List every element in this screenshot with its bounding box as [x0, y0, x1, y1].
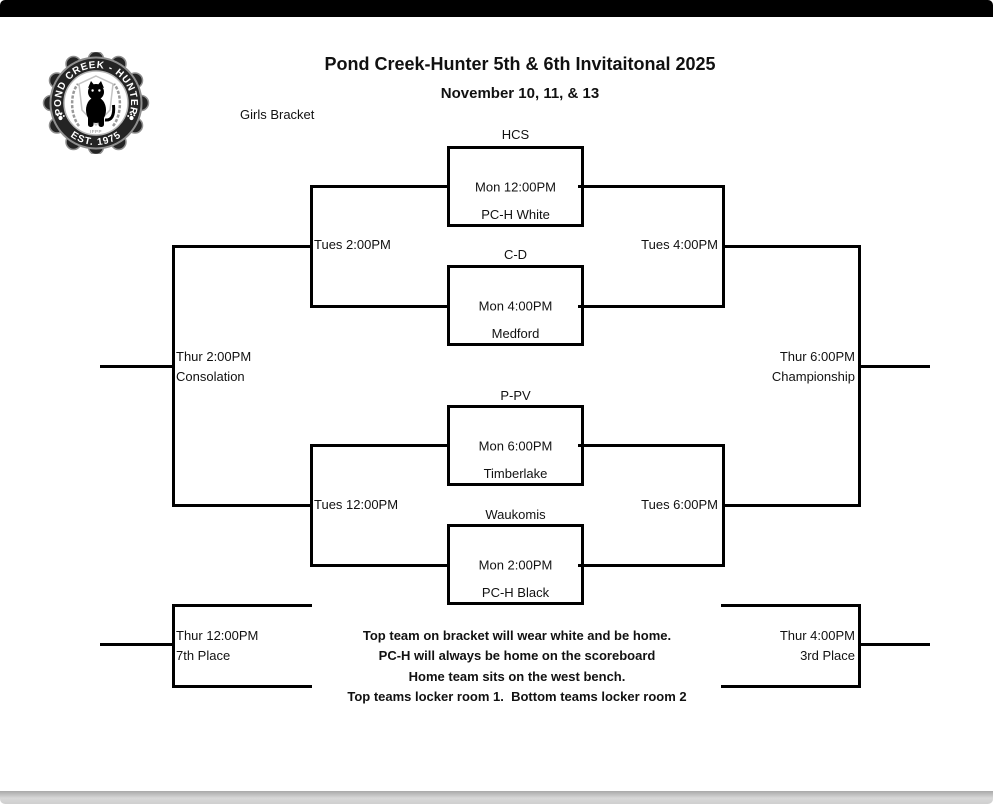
match4-box: Mon 2:00PM PC-H Black — [447, 524, 584, 605]
match2-box: Mon 4:00PM Medford — [447, 265, 584, 346]
page-title: Pond Creek-Hunter 5th & 6th Invitaitonal… — [324, 54, 716, 74]
bracket-line — [172, 685, 312, 688]
match4-time: Mon 2:00PM — [478, 557, 553, 572]
bracket-line — [858, 365, 930, 368]
label-seventh-place: Thur 12:00PM 7th Place — [176, 626, 258, 666]
championship-name: Championship — [771, 369, 855, 384]
bracket-line — [721, 604, 861, 607]
bracket-line — [722, 504, 861, 507]
match1-time: Mon 12:00PM — [475, 179, 556, 194]
label-championship: Thur 6:00PM Championship — [653, 347, 855, 387]
label-semi-right-top: Tues 4:00PM — [641, 237, 718, 252]
bracket-label: Girls Bracket — [240, 107, 315, 122]
match3-box: Mon 6:00PM Timberlake — [447, 405, 584, 486]
bracket-line — [578, 305, 725, 308]
paw-print-icon — [56, 113, 65, 121]
third-time: Thur 4:00PM — [779, 628, 855, 643]
bracket-line — [100, 365, 175, 368]
match1-bottom-team-label: PC-H White — [481, 207, 550, 222]
school-badge-logo: POND CREEK - HUNTER EST. 1975 — [42, 52, 150, 154]
window-top-bar — [0, 0, 993, 17]
consolation-time: Thur 2:00PM — [176, 349, 252, 364]
match1-top-team-label: HCS — [501, 127, 530, 142]
bracket-line — [721, 685, 861, 688]
shield-outline — [78, 75, 114, 127]
seventh-name: 7th Place — [176, 648, 231, 663]
logo-center-mark: IFPP — [90, 129, 102, 134]
page-subtitle: November 10, 11, & 13 — [440, 85, 600, 102]
match1-box: Mon 12:00PM PC-H White — [447, 146, 584, 227]
bracket-line — [100, 643, 175, 646]
bracket-line — [310, 444, 450, 447]
note-line-4: Top teams locker room 1. Bottom teams lo… — [347, 688, 687, 704]
bracket-line — [172, 245, 175, 507]
label-semi-left-bottom: Tues 12:00PM — [314, 497, 399, 512]
bracket-line — [172, 604, 175, 688]
label-consolation: Thur 2:00PM Consolation — [176, 347, 251, 387]
match3-top-team-label: P-PV — [500, 388, 531, 403]
match3-bottom-team-label: Timberlake — [483, 466, 548, 481]
label-semi-left-top: Tues 2:00PM — [314, 237, 391, 252]
window-bottom-bar — [0, 791, 993, 804]
note-line-1: Top team on bracket will wear white and … — [362, 628, 672, 643]
label-semi-right-bottom: Tues 6:00PM — [641, 497, 718, 512]
match4-bottom-team-label: PC-H Black — [481, 585, 550, 600]
bracket-line — [858, 245, 861, 507]
bracket-line — [578, 564, 725, 567]
paw-print-icon — [127, 113, 136, 121]
third-name: 3rd Place — [800, 648, 855, 663]
laurel-wreath — [70, 83, 122, 127]
bracket-line — [310, 564, 450, 567]
championship-time: Thur 6:00PM — [779, 349, 855, 364]
bracket-line — [172, 504, 313, 507]
bracket-line — [310, 305, 450, 308]
bracket-line — [578, 444, 725, 447]
bracket-line — [722, 245, 861, 248]
seventh-time: Thur 12:00PM — [176, 628, 259, 643]
bracket-line — [858, 643, 930, 646]
match4-top-team-label: Waukomis — [485, 507, 546, 522]
bracket-line — [172, 245, 313, 248]
match2-bottom-team-label: Medford — [491, 326, 540, 341]
match2-time: Mon 4:00PM — [478, 298, 553, 313]
note-line-3: Home team sits on the west bench. — [408, 668, 626, 684]
bracket-line — [578, 185, 725, 188]
footer-notes: Top team on bracket will wear white and … — [297, 626, 737, 707]
label-third-place: Thur 4:00PM 3rd Place — [653, 626, 855, 666]
panther-icon — [86, 81, 116, 127]
bracket-line — [858, 604, 861, 688]
consolation-name: Consolation — [176, 369, 245, 384]
match2-top-team-label: C-D — [503, 247, 528, 262]
note-line-2: PC-H will always be home on the scoreboa… — [378, 648, 656, 664]
bracket-line — [310, 185, 450, 188]
bracket-line — [172, 604, 312, 607]
match3-time: Mon 6:00PM — [478, 438, 553, 453]
